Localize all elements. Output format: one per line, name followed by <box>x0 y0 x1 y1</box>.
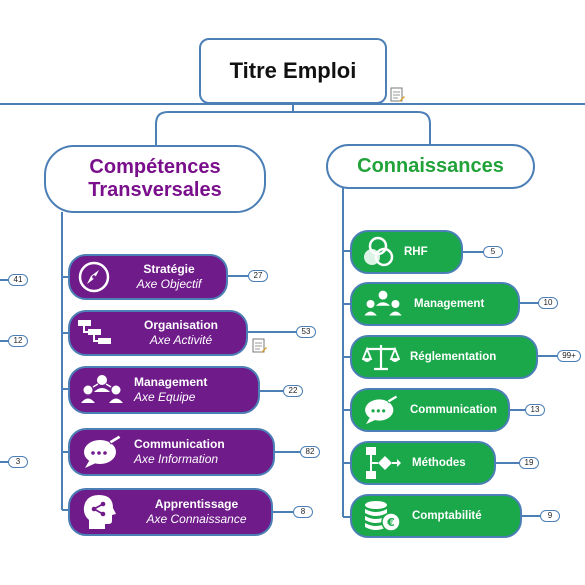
item-title: Réglementation <box>410 350 497 363</box>
item-subtitle: Axe Objectif <box>136 277 202 291</box>
item-subtitle: Axe Information <box>134 452 219 466</box>
scales-icon <box>352 342 410 372</box>
workflow-icon <box>70 318 122 348</box>
compass-icon <box>70 260 118 294</box>
root-node[interactable]: Titre Emploi <box>199 38 387 104</box>
team-icon <box>352 288 414 320</box>
connaissance-reglementation[interactable]: Réglementation <box>350 335 538 379</box>
count-badge[interactable]: 9 <box>540 510 560 522</box>
count-badge[interactable]: 8 <box>293 506 313 518</box>
flowchart-icon <box>352 446 412 480</box>
connaissance-rhf[interactable]: RHF <box>350 230 463 274</box>
item-subtitle: Axe Equipe <box>134 390 196 404</box>
item-title: Apprentissage <box>154 497 239 511</box>
partial-badge[interactable]: 3 <box>8 456 28 468</box>
item-title: Méthodes <box>412 456 466 469</box>
count-badge[interactable]: 13 <box>525 404 545 416</box>
item-title: Comptabilité <box>412 509 482 522</box>
svg-text:€: € <box>386 516 395 529</box>
count-badge[interactable]: 53 <box>296 326 316 338</box>
note-icon[interactable] <box>390 87 406 103</box>
item-title: Stratégie <box>143 262 195 276</box>
partial-badge[interactable]: 41 <box>8 274 28 286</box>
connaissance-management[interactable]: Management <box>350 282 520 326</box>
item-title: Organisation <box>143 318 218 332</box>
partial-badge[interactable]: 12 <box>8 335 28 347</box>
competences-title-line2: Transversales <box>88 179 222 201</box>
head-share-icon <box>70 493 128 531</box>
note-icon[interactable] <box>252 338 268 354</box>
count-badge[interactable]: 99+ <box>557 350 581 362</box>
count-badge[interactable]: 19 <box>519 457 539 469</box>
team-icon <box>70 372 134 408</box>
count-badge[interactable]: 22 <box>283 385 303 397</box>
category-connaissances[interactable]: Connaissances <box>326 144 535 189</box>
circles-icon <box>352 235 404 269</box>
chat-bubble-icon <box>352 395 410 425</box>
connaissance-comptabilite[interactable]: € Comptabilité <box>350 494 522 538</box>
item-title: Management <box>134 375 208 389</box>
connaissances-title: Connaissances <box>357 155 504 177</box>
item-title: Communication <box>410 403 497 416</box>
competences-title-line1: Compétences <box>89 156 221 178</box>
item-title: Communication <box>134 437 225 451</box>
coins-icon: € <box>352 499 412 533</box>
branch-connector <box>155 111 431 145</box>
item-subtitle: Axe Activité <box>149 333 213 347</box>
item-title: RHF <box>404 245 428 258</box>
connaissance-communication[interactable]: Communication <box>350 388 510 432</box>
chat-bubble-icon <box>70 435 134 469</box>
item-title: Management <box>414 297 485 310</box>
item-subtitle: Axe Connaissance <box>146 512 247 526</box>
count-badge[interactable]: 82 <box>300 446 320 458</box>
root-title: Titre Emploi <box>229 58 357 83</box>
count-badge[interactable]: 27 <box>248 270 268 282</box>
connaissance-methodes[interactable]: Méthodes <box>350 441 496 485</box>
count-badge[interactable]: 10 <box>538 297 558 309</box>
count-badge[interactable]: 5 <box>483 246 503 258</box>
